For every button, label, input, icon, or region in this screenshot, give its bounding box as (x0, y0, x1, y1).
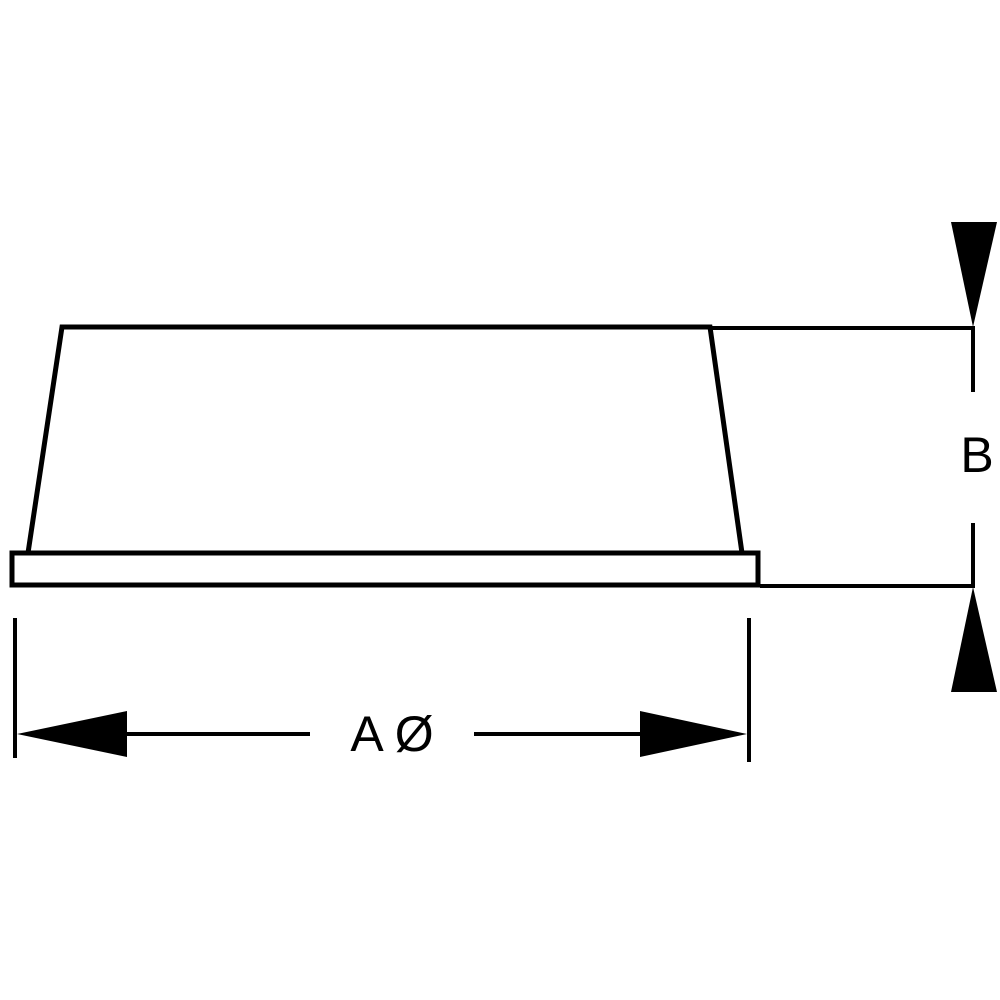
base-flange-outline (9, 550, 761, 588)
height-top-arrowhead (951, 222, 997, 327)
diameter-right-arrowhead (640, 711, 747, 757)
height-bottom-arrowhead (951, 587, 997, 692)
tapered-body-outline (25, 324, 745, 554)
diameter-left-arrowhead (17, 711, 127, 757)
height-label: B (960, 427, 993, 483)
diameter-label: A Ø (350, 706, 433, 762)
